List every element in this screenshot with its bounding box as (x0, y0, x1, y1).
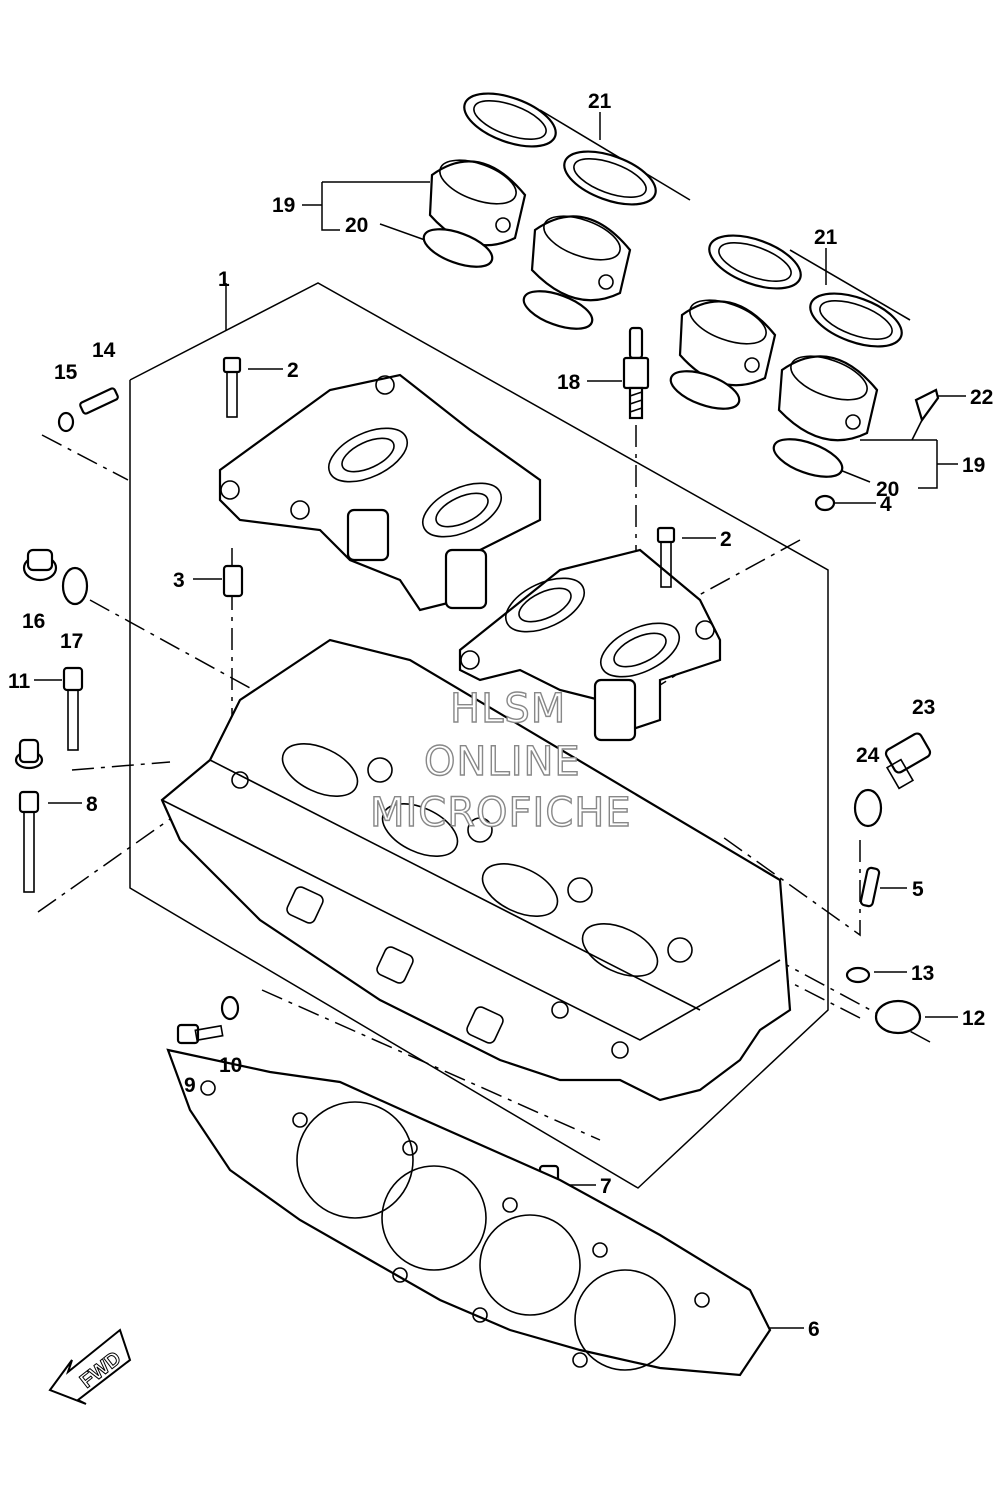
callout-2-right: 2 (720, 528, 732, 551)
intake-boots-left (422, 92, 691, 330)
callout-15: 15 (54, 361, 78, 384)
callout-20-right: 20 (876, 478, 899, 501)
callout-5: 5 (912, 878, 924, 901)
small-parts (14, 356, 932, 1196)
callout-17: 17 (60, 630, 83, 653)
callout-labels: 1 2 2 3 4 5 6 7 8 9 10 11 12 13 14 15 16… (8, 90, 993, 1341)
callout-2-left: 2 (287, 359, 299, 382)
camshaft-holder-left (218, 373, 542, 612)
callout-18: 18 (557, 371, 581, 394)
callout-9: 9 (184, 1074, 196, 1097)
callout-14: 14 (92, 339, 116, 362)
watermark-line-2: ONLINE (424, 739, 581, 785)
watermark-line-3: MICROFICHE (370, 790, 632, 836)
forward-direction-arrow: FWD (48, 1328, 132, 1405)
callout-6: 6 (808, 1318, 820, 1341)
callout-19-right: 19 (962, 454, 985, 477)
callout-24: 24 (856, 744, 880, 767)
cylinder-head (160, 638, 792, 1102)
callout-21-left: 21 (588, 90, 612, 113)
callout-8: 8 (86, 793, 98, 816)
callout-4: 4 (880, 493, 892, 516)
callout-7: 7 (600, 1175, 612, 1198)
callout-19-left: 19 (272, 194, 295, 217)
watermark: HLSM ONLINE MICROFICHE (369, 685, 632, 836)
assembly-frame (129, 282, 829, 1189)
spark-plug (622, 326, 650, 420)
callout-20-left: 20 (345, 214, 368, 237)
callout-23: 23 (912, 696, 935, 719)
callout-1: 1 (218, 268, 230, 291)
head-gasket (166, 1048, 772, 1377)
callout-22: 22 (970, 386, 993, 409)
callout-12: 12 (962, 1007, 985, 1030)
callout-3: 3 (173, 569, 185, 592)
camshaft-holder-right (458, 548, 722, 742)
callout-16: 16 (22, 610, 45, 633)
callout-21-right: 21 (814, 226, 838, 249)
callout-10: 10 (219, 1054, 242, 1077)
callout-11: 11 (8, 670, 31, 693)
watermark-line-1: HLSM (450, 686, 566, 732)
intake-boots-right (669, 234, 940, 478)
callout-13: 13 (911, 962, 934, 985)
